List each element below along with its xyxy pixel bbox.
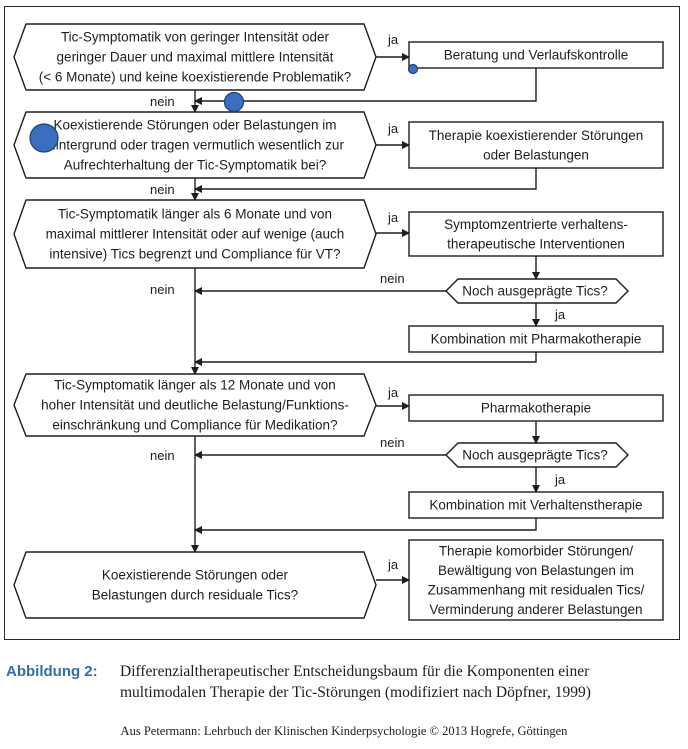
decision-4-line-1: Tic-Symptomatik länger als 12 Monate und… bbox=[54, 378, 336, 393]
check-1-shape bbox=[445, 278, 629, 304]
source-note: Aus Petermann: Lehrbuch der Klinischen K… bbox=[120, 724, 568, 738]
edge-label-yes-4: ja bbox=[387, 385, 399, 400]
caption-label: Abbildung 2: bbox=[6, 663, 98, 680]
action-5-line-1: Pharmakotherapie bbox=[481, 401, 591, 416]
decision-1-line-1: Tic-Symptomatik von geringer Intensität … bbox=[61, 30, 330, 45]
action-2-box bbox=[408, 121, 664, 169]
decision-1-line-2: geringer Dauer und maximal mittlere Inte… bbox=[57, 50, 334, 65]
action-2-line-1: Therapie koexistierender Störungen bbox=[429, 128, 644, 143]
edge-a2-merge bbox=[194, 168, 537, 193]
decision-3-line-2: maximal mittlerer Intensität oder auf we… bbox=[46, 227, 345, 242]
marker-dot-small bbox=[407, 63, 419, 75]
decision-4-line-2: hoher Intensität und deutliche Belastung… bbox=[41, 398, 349, 413]
check-1-line-1: Noch ausgeprägte Tics? bbox=[462, 284, 608, 299]
edge-label-no-check-2: nein bbox=[380, 435, 405, 450]
decision-2-line-3: Aufrechterhaltung der Tic-Symptomatik be… bbox=[64, 158, 327, 173]
edge-a1-merge bbox=[194, 68, 537, 105]
edge-a4-merge bbox=[194, 352, 537, 366]
edge-label-no-4: nein bbox=[150, 448, 175, 463]
action-7-line-3: Zusammenhang mit residualen Tics/ bbox=[428, 582, 645, 597]
action-4-line-1: Kombination mit Pharmakotherapie bbox=[431, 332, 642, 347]
decision-5-line-2: Belastungen durch residuale Tics? bbox=[92, 588, 298, 603]
decision-2-line-1: Koexistierende Störungen oder Belastunge… bbox=[54, 118, 337, 133]
caption-line-2: multimodalen Therapie der Tic-Störungen … bbox=[120, 684, 591, 701]
marker-dot-large bbox=[29, 123, 59, 153]
marker-dot-medium bbox=[223, 91, 245, 113]
action-7-line-1: Therapie komorbider Störungen/ bbox=[439, 543, 634, 558]
decision-5-shape bbox=[13, 551, 377, 619]
edge-label-no-3: nein bbox=[150, 282, 175, 297]
decision-5-line-1: Koexistierende Störungen oder bbox=[102, 568, 289, 583]
edge-label-yes-2: ja bbox=[387, 121, 399, 136]
action-2-line-2: oder Belastungen bbox=[483, 147, 589, 162]
check-2-line-1: Noch ausgeprägte Tics? bbox=[462, 448, 608, 463]
action-6-line-1: Kombination mit Verhaltenstherapie bbox=[429, 498, 642, 513]
edge-label-yes-check-1: ja bbox=[554, 307, 566, 322]
edge-a6-merge bbox=[194, 518, 537, 534]
action-3-line-2: therapeutische Interventionen bbox=[447, 236, 625, 251]
decision-tree-diagram: Tic-Symptomatik von geringer Intensität … bbox=[13, 23, 664, 621]
edge-label-yes-check-2: ja bbox=[554, 472, 566, 487]
action-4-box bbox=[408, 325, 664, 353]
edge-label-no-check-1: nein bbox=[380, 271, 405, 286]
action-1-line-1: Beratung und Verlaufskontrolle bbox=[444, 48, 629, 63]
action-3-line-1: Symptomzentrierte verhaltens- bbox=[444, 217, 628, 232]
action-7-line-2: Bewältigung von Belastungen im bbox=[438, 563, 634, 578]
edge-label-yes-1: ja bbox=[387, 32, 399, 47]
caption-line-1: Differenzialtherapeutischer Entscheidung… bbox=[120, 663, 590, 680]
decision-3-line-1: Tic-Symptomatik länger als 6 Monate und … bbox=[58, 207, 332, 222]
edge-label-yes-3: ja bbox=[387, 210, 399, 225]
action-7-line-4: Verminderung anderer Belastungen bbox=[429, 602, 642, 617]
edge-label-yes-5: ja bbox=[387, 557, 399, 572]
decision-1-line-3: (< 6 Monate) und keine koexistierende Pr… bbox=[39, 70, 352, 85]
check-2-shape bbox=[445, 442, 629, 468]
action-3-box bbox=[408, 211, 664, 257]
decision-3-line-3: intensive) Tics begrenzt und Compliance … bbox=[49, 247, 340, 262]
decision-3-shape bbox=[13, 199, 377, 269]
decision-4-shape bbox=[13, 373, 377, 437]
decision-2-line-2: Hintergrund oder tragen vermutlich wesen… bbox=[46, 138, 344, 153]
edge-label-no-2: nein bbox=[150, 182, 175, 197]
edge-label-no-1: nein bbox=[150, 94, 175, 109]
decision-4-line-3: einschränkung und Compliance für Medikat… bbox=[52, 418, 337, 433]
caption-text: Differenzialtherapeutischer Entscheidung… bbox=[120, 661, 686, 703]
action-7-box bbox=[408, 539, 664, 621]
